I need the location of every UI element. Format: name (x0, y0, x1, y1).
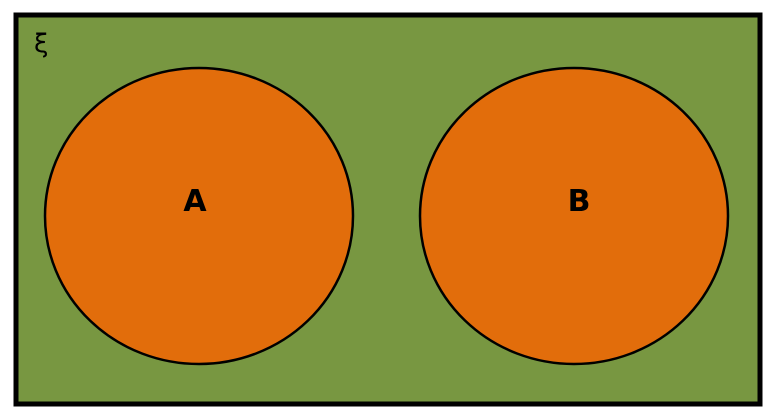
set-b-circle (418, 66, 730, 366)
set-a-label: A (183, 184, 207, 219)
set-a-circle (43, 66, 355, 366)
set-b-label: B (568, 184, 591, 219)
universal-set-label: ξ (34, 29, 49, 59)
